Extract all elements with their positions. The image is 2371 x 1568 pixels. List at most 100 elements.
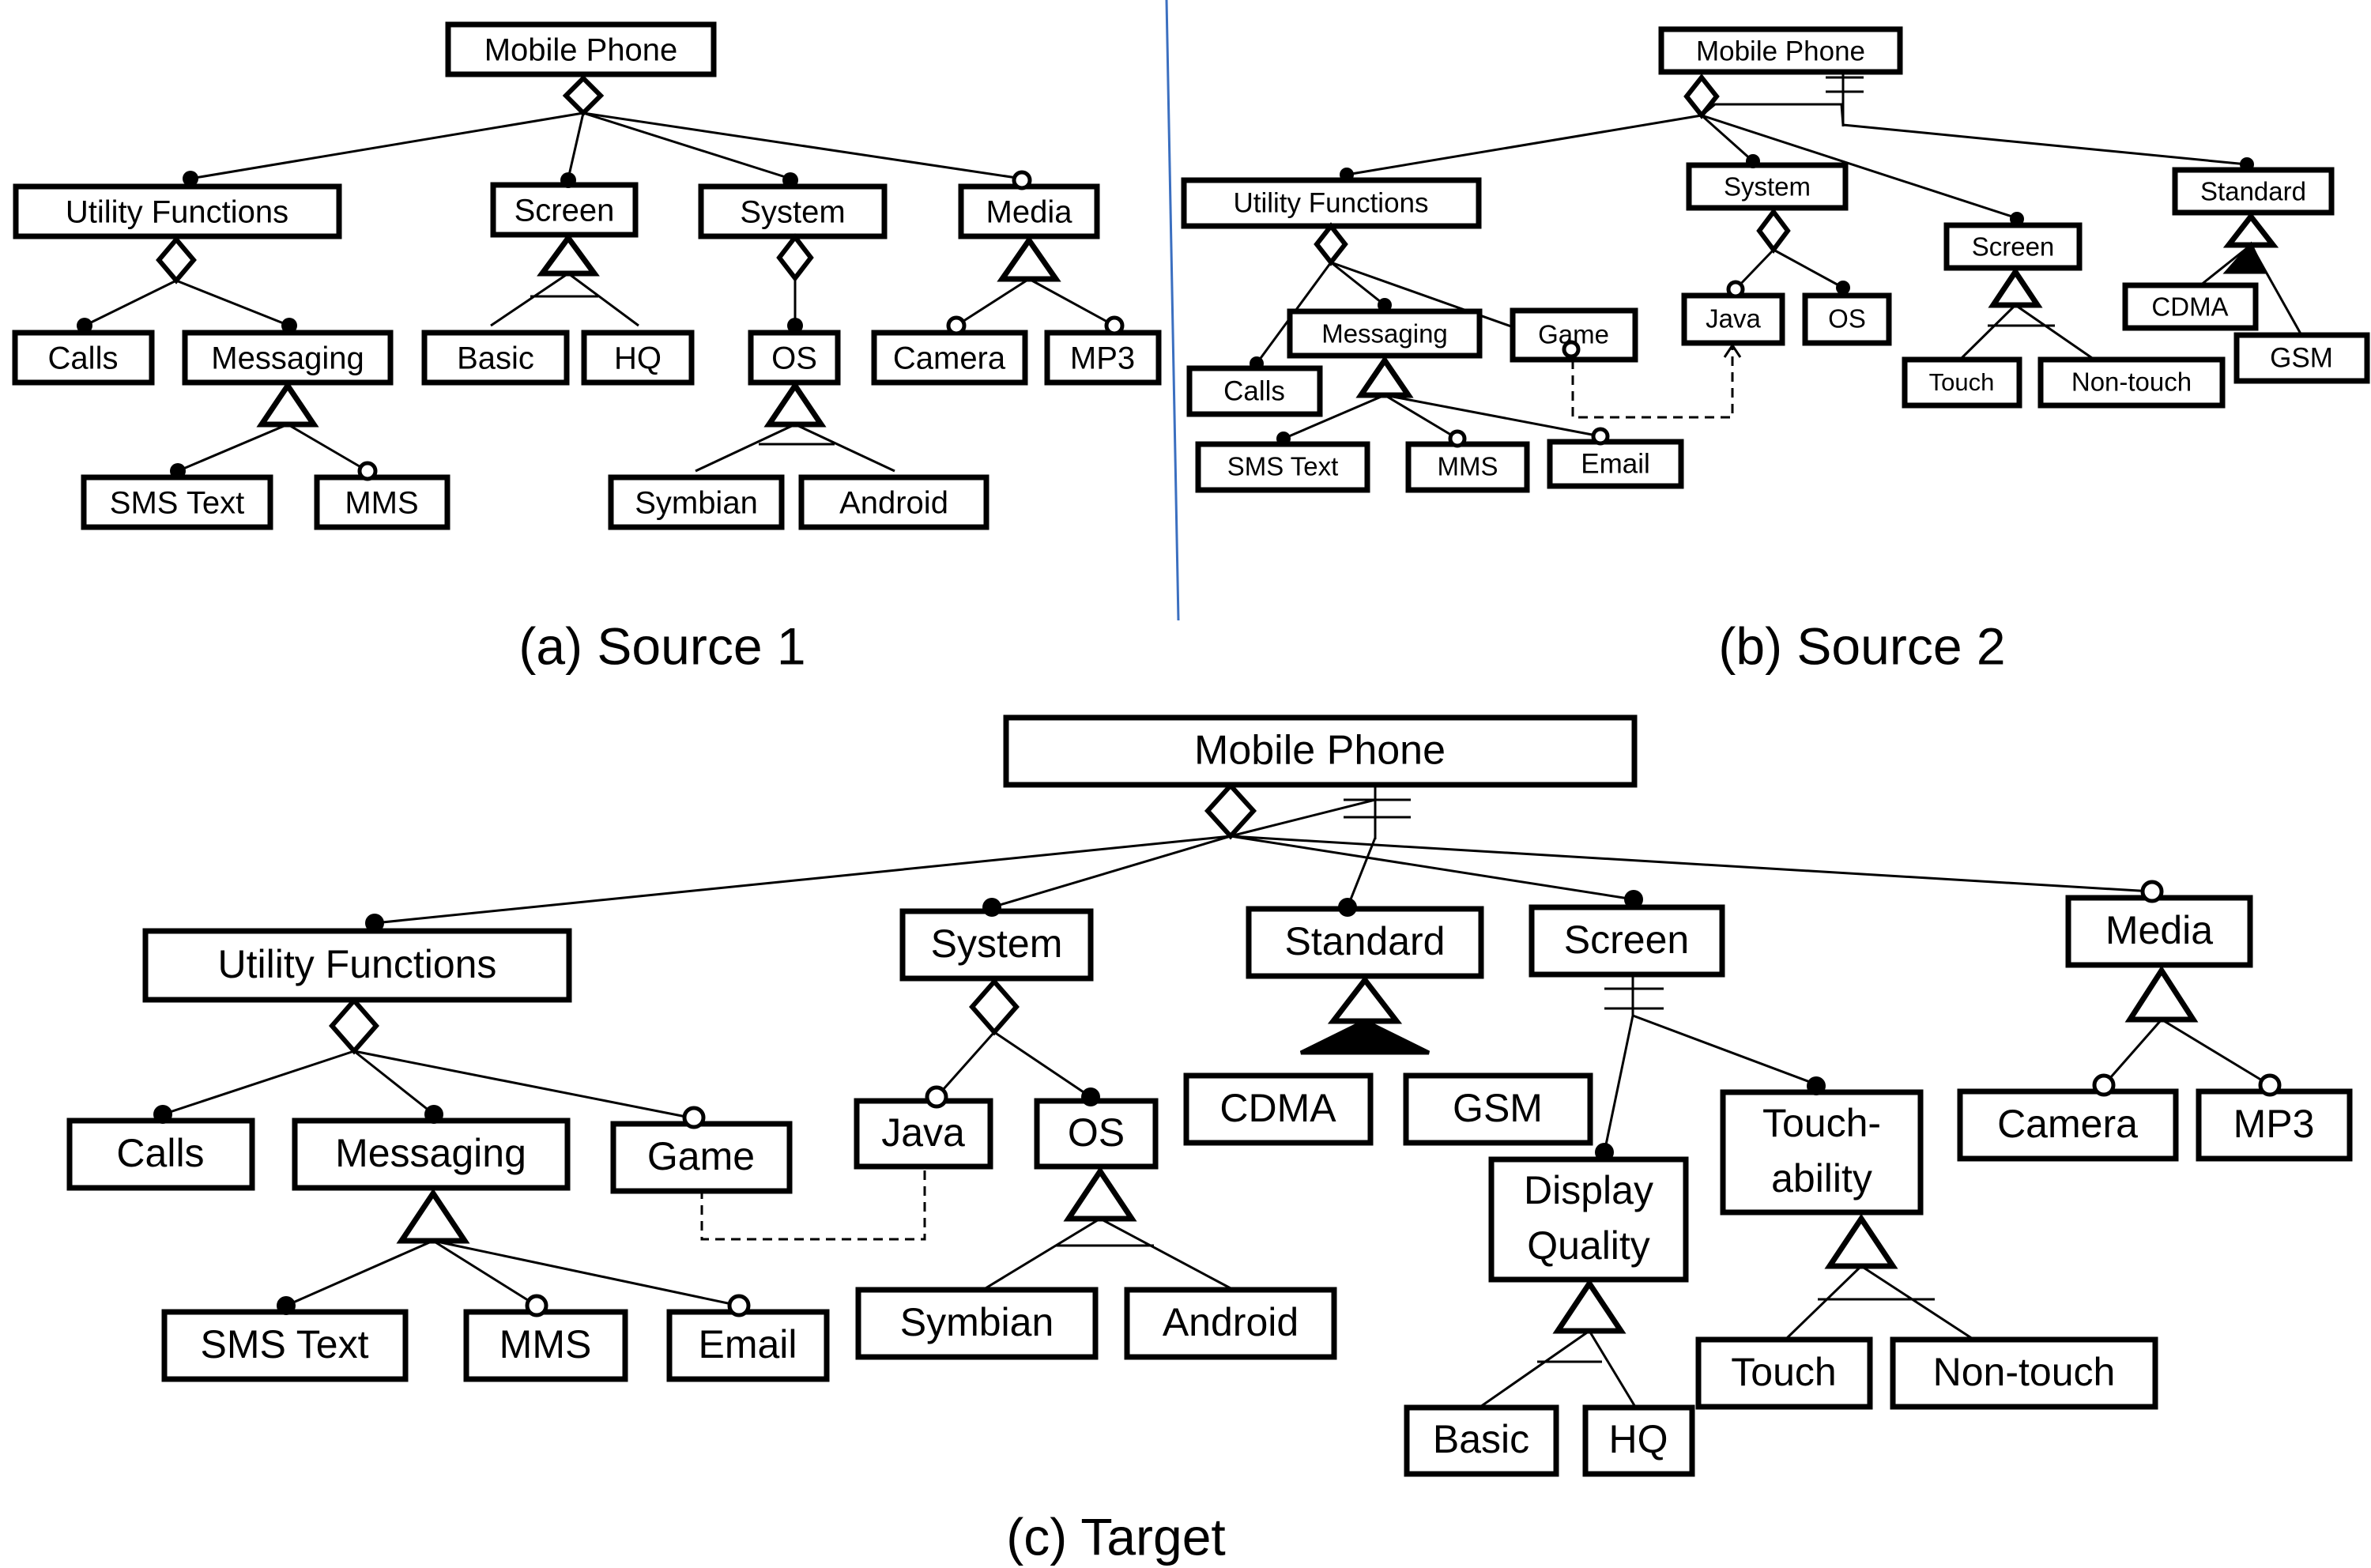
label: OS	[1068, 1110, 1125, 1155]
target-feature-gsm: GSM	[1403, 1072, 1593, 1146]
alternative-triangle	[2124, 965, 2199, 1023]
label: Non-touch	[2071, 368, 2192, 397]
optional-marker	[925, 1085, 948, 1109]
target-feature-touch: Touch	[1695, 1336, 1873, 1410]
label: Camera	[893, 341, 1006, 376]
label: Mobile Phone	[1696, 36, 1865, 66]
label: Calls	[1223, 375, 1285, 406]
label: Calls	[48, 341, 119, 376]
optional-marker	[1726, 280, 1745, 299]
target-feature-java: Java	[854, 1098, 993, 1170]
label: Utility Functions	[1233, 187, 1428, 218]
target-feature-sms-text: SMS Text	[161, 1309, 409, 1382]
label: HQ	[1609, 1417, 1668, 1461]
label: Android	[839, 486, 948, 521]
target-feature-media: Media	[2065, 895, 2253, 968]
target-feature-mp3: MP3	[2196, 1088, 2353, 1162]
optional-marker	[1562, 340, 1581, 359]
label-line-2: ability	[1771, 1156, 1872, 1200]
alternative-triangle	[2222, 212, 2279, 248]
target-feature-mobile-phone: Mobile Phone	[1003, 714, 1638, 788]
caption-source-1: (a) Source 1	[518, 616, 805, 675]
target-feature-symbian: Symbian	[855, 1287, 1099, 1360]
label: Email	[698, 1322, 797, 1366]
or-group-diamond	[776, 233, 814, 282]
label: Messaging	[211, 341, 364, 376]
source1-feature-symbian: Symbian	[608, 474, 785, 530]
label: Screen	[1972, 232, 2055, 262]
mandatory-marker	[1338, 898, 1357, 917]
alternative-triangle	[763, 380, 827, 428]
label: MMS	[345, 486, 418, 521]
target-markers	[153, 782, 2282, 1334]
label: Symbian	[900, 1300, 1054, 1344]
label: Utility Functions	[66, 195, 288, 230]
optional-marker	[1591, 427, 1610, 446]
source1-feature-media: Media	[958, 183, 1100, 239]
mandatory-marker	[787, 318, 803, 334]
label: MP3	[1070, 341, 1135, 376]
source1-feature-hq: HQ	[581, 330, 695, 386]
target-feature-messaging: Messaging	[292, 1118, 571, 1191]
or-group-diamond	[562, 74, 605, 117]
source1-feature-utility-functions: Utility Functions	[13, 183, 342, 239]
label: MMS	[1438, 452, 1498, 481]
target-feature-standard: Standard	[1246, 906, 1484, 979]
label: Media	[986, 195, 1073, 230]
source1-feature-screen: Screen	[490, 182, 639, 238]
or-filled-triangle	[1299, 1019, 1431, 1055]
mandatory-marker	[170, 463, 186, 479]
label: Android	[1163, 1300, 1299, 1344]
target-feature-system: System	[899, 908, 1094, 982]
target-feature-screen: Screen	[1529, 904, 1725, 978]
optional-marker	[2140, 880, 2164, 903]
or-group-diamond	[1314, 222, 1348, 266]
source1-diagram: Mobile Phone Utility Functions Screen Sy…	[12, 21, 1162, 530]
label: GSM	[1453, 1086, 1543, 1130]
label: CDMA	[1219, 1086, 1336, 1130]
mandatory-marker	[1276, 432, 1291, 446]
label: Touch	[1731, 1350, 1836, 1394]
mandatory-marker	[77, 318, 92, 334]
target-feature-hq: HQ	[1582, 1404, 1695, 1477]
optional-marker	[2258, 1073, 2282, 1097]
optional-marker	[946, 315, 967, 336]
alternative-triangle	[1355, 355, 1414, 398]
label: Email	[1581, 448, 1650, 479]
source2-feature-sms-text: SMS Text	[1195, 441, 1370, 493]
label: System	[1724, 172, 1811, 202]
label: GSM	[2270, 342, 2333, 373]
mandatory-marker	[1595, 1143, 1614, 1162]
source2-edges	[1255, 66, 2303, 440]
label: Basic	[1433, 1417, 1529, 1461]
source2-feature-standard: Standard	[2172, 167, 2335, 216]
source1-feature-mobile-phone: Mobile Phone	[445, 21, 717, 77]
or-group-diamond	[329, 997, 379, 1055]
alternative-triangle	[1327, 975, 1403, 1024]
label: Standard	[2200, 177, 2306, 206]
label: OS	[771, 341, 817, 376]
label: Calls	[116, 1131, 204, 1175]
source2-feature-cdma: CDMA	[2122, 282, 2259, 331]
label: Media	[2105, 908, 2213, 952]
source2-markers	[1250, 74, 2279, 448]
label: Mobile Phone	[484, 33, 678, 68]
alternative-triangle	[1988, 266, 2043, 308]
mandatory-marker	[183, 171, 198, 187]
source2-diagram: Mobile Phone Utility Functions System Sc…	[1181, 26, 2370, 493]
target-diagram: Mobile Phone Utility Functions System St…	[66, 714, 2353, 1477]
source1-feature-android: Android	[798, 474, 989, 530]
mandatory-marker	[2240, 157, 2254, 172]
or-group-diamond	[1756, 208, 1791, 254]
label: Screen	[1564, 918, 1689, 962]
label: Java	[881, 1110, 965, 1155]
alternative-triangle	[1824, 1213, 1898, 1269]
target-edges	[162, 786, 2271, 1408]
label-line-1: Display	[1524, 1168, 1653, 1212]
optional-marker	[2092, 1073, 2116, 1097]
source1-feature-calls: Calls	[12, 330, 155, 386]
source1-feature-mms: MMS	[314, 474, 450, 530]
alternative-triangle	[1063, 1166, 1137, 1222]
